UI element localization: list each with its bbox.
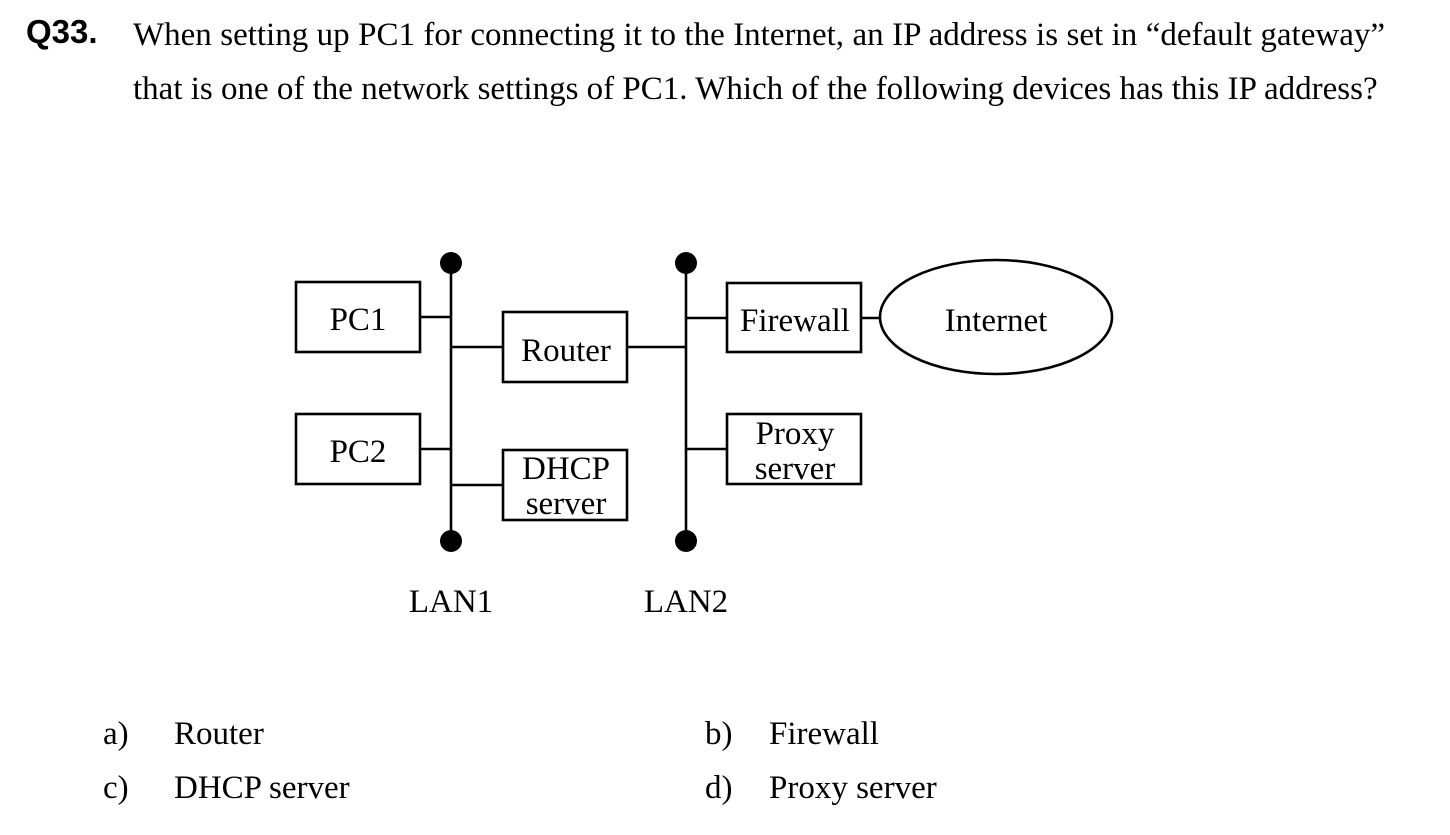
dhcp-label-line2: server	[526, 486, 607, 522]
option-c-letter: c)	[103, 770, 129, 806]
question-number: Q33.	[26, 13, 98, 50]
option-a-text: Router	[174, 716, 264, 752]
internet-ellipse	[878, 258, 1114, 376]
lan2-top-dot	[675, 252, 697, 274]
lan2-label: LAN2	[644, 584, 728, 620]
lan2-bottom-dot	[675, 530, 697, 552]
internet-label: Internet	[945, 303, 1048, 339]
option-b-letter: b)	[705, 716, 733, 752]
proxy-label-line2: server	[755, 451, 836, 487]
option-a-letter: a)	[103, 716, 129, 752]
question-text: When setting up PC1 for connecting it to…	[133, 17, 1385, 107]
lan1-bottom-dot	[440, 530, 462, 552]
router-label: Router	[521, 333, 611, 369]
option-b-text: Firewall	[769, 716, 879, 752]
option-c-text: DHCP server	[174, 770, 350, 806]
firewall-label: Firewall	[740, 303, 850, 339]
option-d-letter: d)	[705, 770, 733, 806]
pc1-label: PC1	[330, 302, 387, 338]
proxy-label-line1: Proxy	[756, 416, 835, 452]
lan1-label: LAN1	[409, 584, 493, 620]
option-d-text: Proxy server	[769, 770, 937, 806]
pc2-label: PC2	[330, 434, 387, 470]
dhcp-label-line1: DHCP	[522, 451, 610, 487]
lan1-top-dot	[440, 252, 462, 274]
